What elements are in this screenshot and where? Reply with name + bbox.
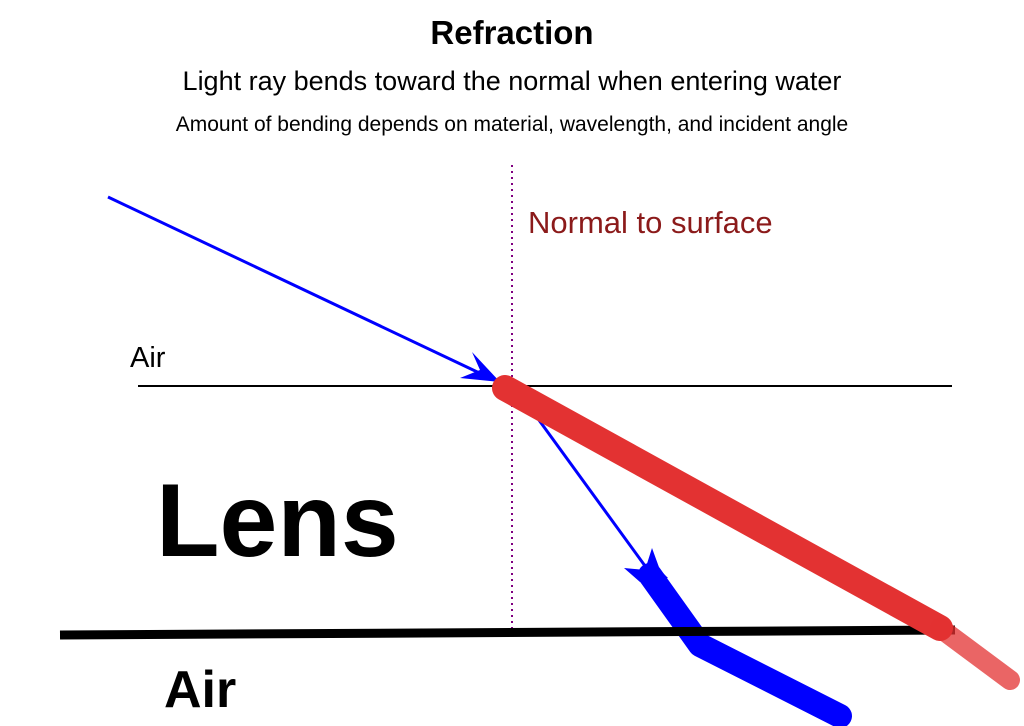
air-bottom-label: Air [164,661,237,719]
note: Amount of bending depends on material, w… [175,113,849,136]
lens-label: Lens [156,463,399,579]
refracted-ray [526,404,650,571]
normal-label: Normal to surface [528,205,773,240]
red-ray-faded [930,618,1020,690]
bottom-boundary [59,625,956,640]
air-top-label: Air [130,342,166,374]
red-ray [492,375,953,641]
incident-ray [107,195,491,380]
refracted-ray-thick [638,563,852,726]
subtitle: Light ray bends toward the normal when e… [182,66,842,96]
incident-arrowhead [460,352,500,382]
title: Refraction [430,14,594,51]
